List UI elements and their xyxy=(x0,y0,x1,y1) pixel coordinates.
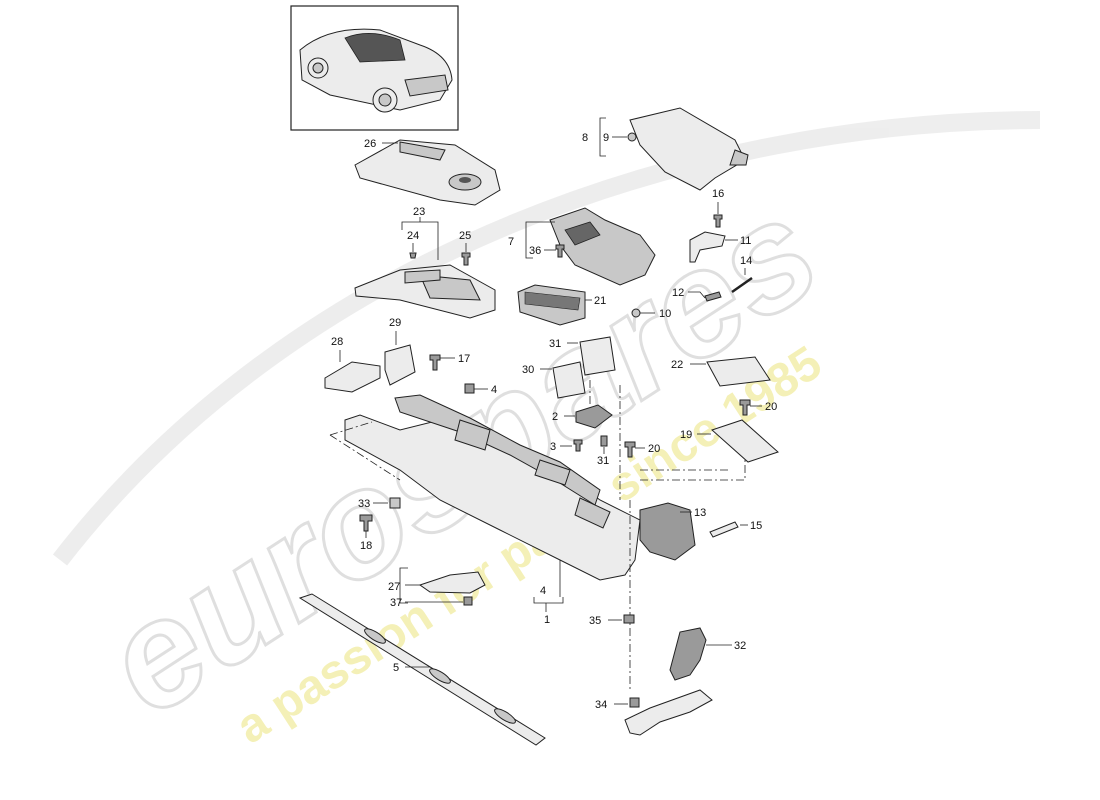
part-29-pad: 29 xyxy=(384,317,416,386)
callout-31-upper: 31 xyxy=(549,338,561,350)
part-8-armrest-lid: 8 9 xyxy=(582,107,749,191)
callout-20-right: 20 xyxy=(765,401,777,413)
part-28-pad: 28 xyxy=(324,336,381,393)
callout-22: 22 xyxy=(671,359,683,371)
part-4-clip-upper: 4 xyxy=(464,383,497,396)
watermark: eurospares a passion for parts since 198… xyxy=(52,111,1041,754)
part-3-screw: 3 xyxy=(550,439,583,453)
callout-27: 27 xyxy=(388,581,400,593)
part-2-holder: 2 xyxy=(552,404,613,429)
callout-13: 13 xyxy=(694,507,706,519)
part-1-center-console: 4 1 xyxy=(344,394,641,626)
callout-18: 18 xyxy=(360,540,372,552)
callout-16: 16 xyxy=(712,188,724,200)
part-17-screw: 17 xyxy=(429,353,470,371)
part-27-cover: 27 37 xyxy=(388,567,486,609)
part-13-shifter-bracket: 13 xyxy=(639,502,706,561)
part-30-panel: 30 xyxy=(522,361,586,399)
callout-23: 23 xyxy=(413,206,425,218)
callout-37: 37 xyxy=(390,597,402,609)
callout-24: 24 xyxy=(407,230,419,242)
callout-28: 28 xyxy=(331,336,343,348)
callout-1: 1 xyxy=(544,614,550,626)
callout-3: 3 xyxy=(550,441,556,453)
callout-31-lower: 31 xyxy=(597,455,609,467)
assembly-lines xyxy=(329,380,746,690)
callout-10: 10 xyxy=(659,308,671,320)
callout-33: 33 xyxy=(358,498,370,510)
part-33-clip: 33 xyxy=(358,497,401,510)
part-11-bracket: 11 xyxy=(689,231,751,263)
part-14-pin: 14 xyxy=(731,255,753,294)
callout-9: 9 xyxy=(603,132,609,144)
callout-11: 11 xyxy=(740,235,751,247)
callout-29: 29 xyxy=(389,317,401,329)
callout-8: 8 xyxy=(582,132,588,144)
part-26-trim-cover: 26 xyxy=(354,138,501,206)
callout-17: 17 xyxy=(458,353,470,365)
part-31-screw: 31 xyxy=(597,435,609,467)
callout-5: 5 xyxy=(393,662,399,674)
callout-19: 19 xyxy=(680,429,692,441)
part-20-screw-center: 20 xyxy=(624,441,660,458)
callout-12: 12 xyxy=(672,287,684,299)
callout-34: 34 xyxy=(595,699,607,711)
part-15-pin: 15 xyxy=(709,520,762,538)
part-5-trim-strip: 5 xyxy=(298,593,546,746)
part-32-bracket: 32 xyxy=(669,627,746,681)
callout-36: 36 xyxy=(529,245,541,257)
callout-30: 30 xyxy=(522,364,534,376)
callout-21: 21 xyxy=(594,295,606,307)
callout-2: 2 xyxy=(552,411,558,423)
part-22-sheet: 22 xyxy=(671,356,771,387)
part-31-panel: 31 xyxy=(549,336,616,376)
part-19-plate: 19 xyxy=(680,419,779,463)
callout-25: 25 xyxy=(459,230,471,242)
part-20-screw-right: 20 xyxy=(739,399,777,416)
part-7-storage-bin: 7 36 xyxy=(508,207,656,286)
callout-7: 7 xyxy=(508,236,514,248)
part-18-screw: 18 xyxy=(359,514,373,552)
callout-32: 32 xyxy=(734,640,746,652)
part-35-clip: 35 xyxy=(589,614,635,627)
part-34-base-bracket: 34 xyxy=(595,689,713,736)
vehicle-thumbnail xyxy=(290,5,459,131)
callout-14: 14 xyxy=(740,255,752,267)
part-12-spring: 12 xyxy=(672,287,722,302)
part-10-clip: 10 xyxy=(631,308,671,320)
callout-26: 26 xyxy=(364,138,376,150)
part-16-screw: 16 xyxy=(712,188,724,228)
callout-20-center: 20 xyxy=(648,443,660,455)
part-21-tray: 21 xyxy=(517,284,606,326)
callout-15: 15 xyxy=(750,520,762,532)
callout-35: 35 xyxy=(589,615,601,627)
callout-4-upper: 4 xyxy=(491,384,497,396)
callout-4-lower: 4 xyxy=(540,585,546,597)
part-23-shift-surround: 23 24 25 xyxy=(354,206,496,319)
